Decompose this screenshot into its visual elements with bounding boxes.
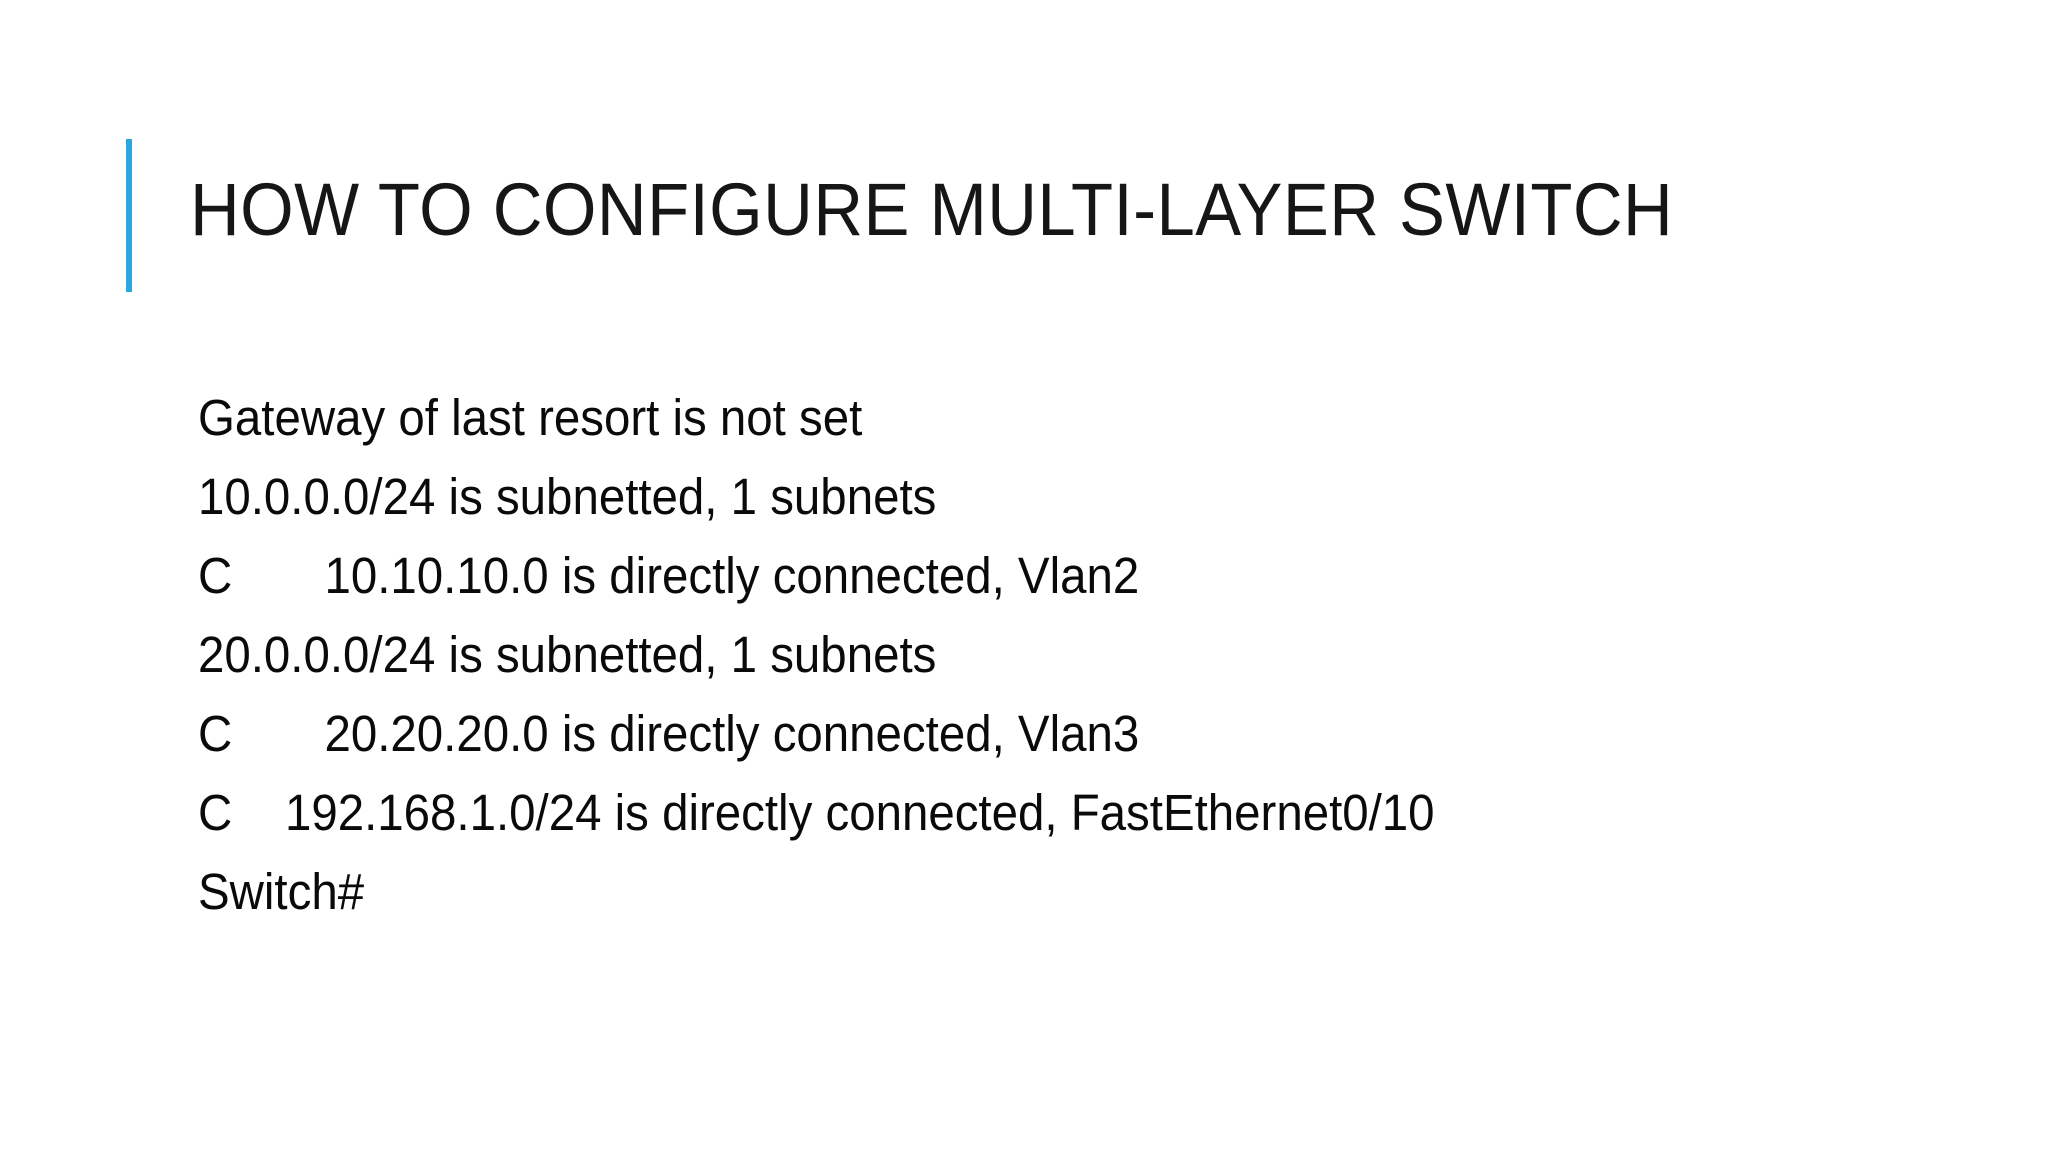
console-line-route-vlan3: C 20.20.20.0 is directly connected, Vlan… <box>198 705 1140 762</box>
console-line-switch-prompt: Switch# <box>198 863 365 920</box>
slide-title: HOW TO CONFIGURE MULTI-LAYER SWITCH <box>190 168 1674 251</box>
console-output-block: Gateway of last resort is not set 10.0.0… <box>198 378 1435 931</box>
console-line-route-fe0-10: C 192.168.1.0/24 is directly connected, … <box>198 784 1435 841</box>
console-line-subnet-10: 10.0.0.0/24 is subnetted, 1 subnets <box>198 468 937 525</box>
console-line-subnet-20: 20.0.0.0/24 is subnetted, 1 subnets <box>198 626 937 683</box>
title-accent-bar <box>126 139 132 292</box>
console-line-gateway: Gateway of last resort is not set <box>198 389 863 446</box>
console-line-route-vlan2: C 10.10.10.0 is directly connected, Vlan… <box>198 547 1140 604</box>
